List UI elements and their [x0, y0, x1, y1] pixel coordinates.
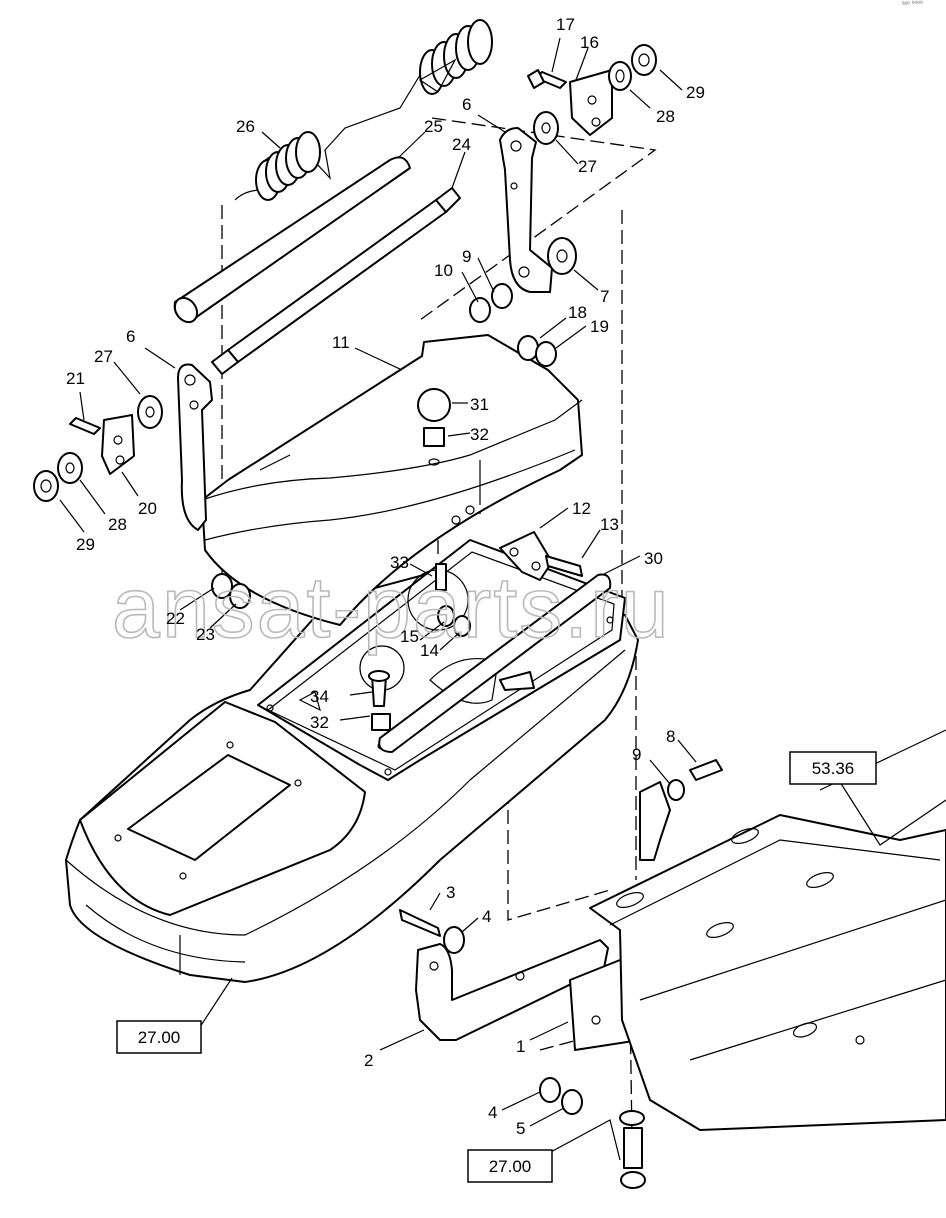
ref-box-53-36: 53.36: [789, 751, 877, 785]
ref-box-27-00-left: 27.00: [116, 1020, 202, 1054]
callout-6: 6: [462, 95, 471, 114]
callout-31: 31: [470, 395, 489, 414]
ref-box-label: 27.00: [138, 1028, 181, 1047]
callout-22: 22: [166, 609, 185, 628]
spring-26: [234, 19, 493, 201]
callout-27-left: 27: [94, 347, 113, 366]
callout-19: 19: [590, 317, 609, 336]
tube-25: [173, 156, 411, 324]
callout-26: 26: [236, 117, 255, 136]
callout-4-lower: 4: [488, 1103, 497, 1122]
callout-16: 16: [580, 33, 599, 52]
callout-3: 3: [446, 883, 455, 902]
callout-32: 32: [470, 425, 489, 444]
callout-13: 13: [600, 515, 619, 534]
callout-28-left: 28: [108, 515, 127, 534]
callout-27: 27: [578, 157, 597, 176]
side-bracket-right: [499, 127, 553, 293]
callout-14: 14: [420, 641, 439, 660]
callout-15: 15: [400, 627, 419, 646]
ref-box-label: 53.36: [812, 759, 855, 778]
corner-mark: ᵃˢᵒ ⁰⁰⁰⁰: [902, 0, 923, 8]
callout-29-left: 29: [76, 535, 95, 554]
callout-8: 8: [666, 727, 675, 746]
hardware-top-right: [469, 44, 657, 367]
callout-23: 23: [196, 625, 215, 644]
callout-10: 10: [434, 261, 453, 280]
callout-6-left: 6: [126, 327, 135, 346]
callout-11: 11: [332, 333, 350, 352]
ref-box-label: 27.00: [489, 1157, 532, 1176]
callout-33: 33: [390, 553, 409, 572]
callout-18: 18: [568, 303, 587, 322]
watermark-text: ansat-parts.ru: [112, 560, 671, 656]
callout-24: 24: [452, 135, 471, 154]
callout-29: 29: [686, 83, 705, 102]
callout-7: 7: [600, 287, 609, 306]
callout-30: 30: [644, 549, 663, 568]
callout-21: 21: [66, 369, 85, 388]
callout-20: 20: [138, 499, 157, 518]
ref-box-27-00-bottom: 27.00: [467, 1149, 553, 1183]
callout-17: 17: [556, 15, 575, 34]
callout-5: 5: [516, 1119, 525, 1138]
callout-12: 12: [572, 499, 591, 518]
callout-34: 34: [310, 687, 329, 706]
callout-2: 2: [364, 1051, 373, 1070]
hardware-left: [33, 395, 251, 609]
shaft-24: [211, 187, 461, 375]
mounting-frame: [589, 729, 946, 1131]
callout-numbers: 17 16 29 28 6 27 26 25 24 10 9 7 18 19 1…: [66, 15, 705, 1138]
callout-25: 25: [424, 117, 443, 136]
callout-9-lower: 9: [632, 745, 641, 764]
callout-9: 9: [462, 247, 471, 266]
leader-lines: [59, 37, 946, 1161]
side-bracket-left: [177, 363, 213, 531]
callout-32-lower: 32: [310, 713, 329, 732]
hardware-center: [368, 388, 612, 753]
callout-28: 28: [656, 107, 675, 126]
callout-1: 1: [516, 1037, 525, 1056]
callout-4-upper: 4: [482, 907, 491, 926]
